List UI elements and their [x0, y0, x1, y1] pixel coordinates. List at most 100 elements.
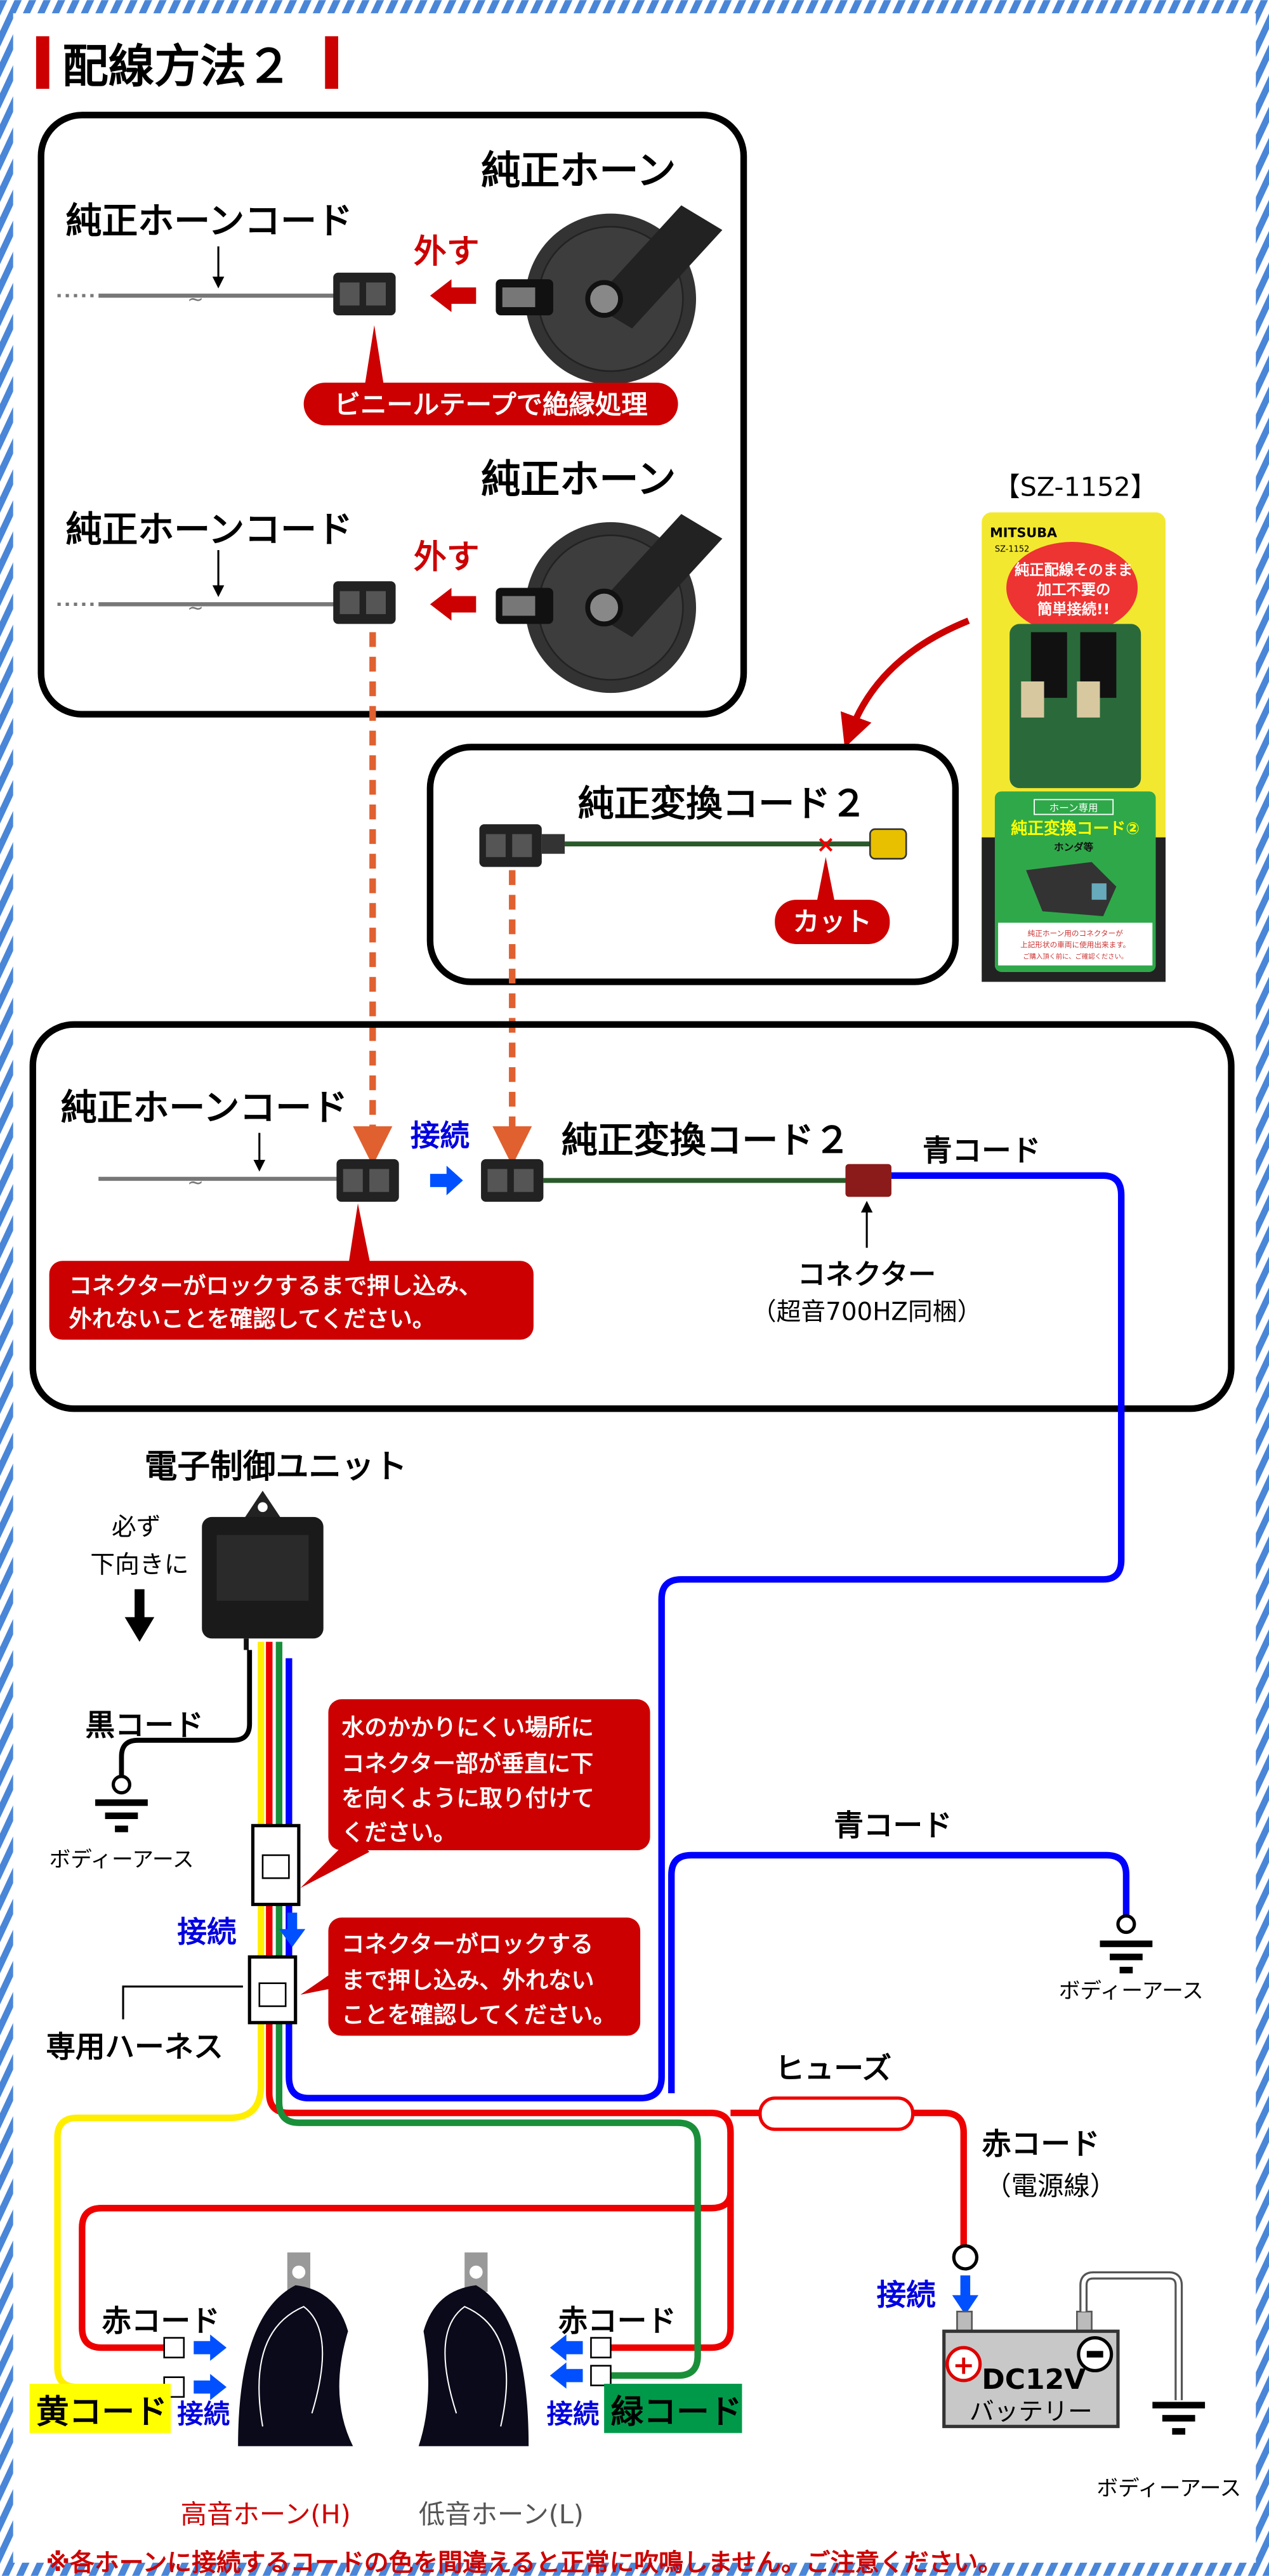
remove-label: 外す — [414, 538, 479, 576]
tape-callout — [303, 383, 678, 426]
svg-text:純正変換コード②: 純正変換コード② — [1011, 819, 1140, 839]
black-cord — [119, 1650, 253, 1777]
svg-text:ホーン専用: ホーン専用 — [1049, 802, 1098, 813]
horn-cord-connector — [333, 581, 396, 624]
blue-cord-earth — [668, 1851, 1130, 2094]
harness-label: 専用ハーネス — [46, 2030, 223, 2064]
connector-note: （超音700HZ同梱） — [752, 1298, 982, 1326]
svg-text:+: + — [952, 2350, 975, 2381]
yellow-cord-label: 黄コード — [36, 2393, 168, 2431]
horn-row-1: 純正ホーン 純正ホーンコード ≈ 外す ビニールテープで絶縁処理 — [57, 147, 723, 426]
connect-label: 接続 — [177, 1915, 237, 1949]
horn-label: 純正ホーン — [481, 456, 676, 502]
connect-label: 接続 — [177, 2399, 230, 2429]
footer-note: ※各ホーンに接続するコードの色を間違えると正常に吹鳴しません。ご注意ください。 — [46, 2549, 1003, 2576]
high-horn-label: 高音ホーン(H) — [181, 2499, 351, 2530]
horn-icon — [496, 205, 723, 384]
svg-text:MITSUBA: MITSUBA — [990, 525, 1057, 540]
lock-callout-line: ことを確認してください。 — [341, 2001, 615, 2028]
conversion-connector — [481, 1159, 544, 1202]
battery-voltage: DC12V — [982, 2363, 1086, 2396]
horn-row-2: 純正ホーン 純正ホーンコード ≈ 外す — [57, 456, 723, 693]
harness-lock-callout — [328, 1917, 641, 2036]
must-label: 必ず — [112, 1513, 161, 1541]
fuse — [758, 2096, 915, 2131]
red-curved-arrow — [840, 617, 970, 748]
battery: + DC12V バッテリー — [942, 2271, 1183, 2428]
horn-icon — [496, 514, 723, 693]
horn-cord-label: 純正ホーンコード — [61, 1087, 348, 1129]
red-cord-low — [266, 1641, 734, 2351]
product-code-label: 【SZ-1152】 — [994, 472, 1157, 503]
svg-text:ご購入頂く前に、ご確認ください。: ご購入頂く前に、ご確認ください。 — [1023, 952, 1128, 961]
black-cord-label: 黒コード — [86, 1708, 204, 1742]
svg-text:≈: ≈ — [187, 595, 204, 617]
cut-label: カット — [793, 907, 872, 937]
down-arrow-icon — [124, 1589, 155, 1642]
red-cord-label: 赤コード — [982, 2127, 1100, 2161]
horn-cord-connector — [333, 272, 396, 316]
water-callout — [328, 1699, 650, 1851]
original-horn-box — [37, 112, 747, 718]
water-callout-line: 水のかかりにくい場所に — [341, 1714, 594, 1741]
blue-cord — [286, 1172, 1125, 2102]
connection-box — [29, 1021, 1235, 1412]
harness-connector — [247, 1955, 298, 2025]
red-cord-label: 赤コード — [102, 2304, 220, 2338]
svg-text:ホンダ等: ホンダ等 — [1054, 841, 1094, 853]
ecu-unit — [202, 1490, 324, 1650]
water-callout-line: ください。 — [341, 1819, 456, 1846]
remove-label: 外す — [414, 233, 479, 271]
connect-label: 接続 — [877, 2278, 937, 2312]
cut-callout — [775, 900, 890, 944]
green-cord-tag — [604, 2384, 742, 2433]
blue-cord-label: 青コード — [923, 1133, 1041, 1167]
lock-callout-line: コネクターがロックする — [341, 1931, 593, 1958]
fuse-label: ヒューズ — [775, 2051, 891, 2086]
green-cord — [275, 1641, 701, 2379]
conversion-connector — [479, 824, 542, 867]
red-arrow-left — [430, 588, 477, 621]
plus-terminal-icon — [945, 2346, 982, 2382]
power-cord — [730, 2109, 967, 2246]
lock-callout — [49, 1261, 534, 1340]
ecu-title: 電子制御ユニット — [145, 1448, 407, 1486]
horn-cord-connector — [336, 1159, 399, 1202]
cut-mark-icon: × — [816, 831, 835, 858]
body-earth-label: ボディーアース — [49, 1847, 194, 1872]
red-cord-high — [79, 2191, 734, 2351]
horn-label: 純正ホーン — [481, 147, 676, 194]
body-earth-label: ボディーアース — [1096, 2476, 1241, 2500]
svg-text:純正ホーン用のコネクターが: 純正ホーン用のコネクターが — [1028, 929, 1123, 938]
green-cord-label: 緑コード — [610, 2393, 742, 2431]
terminal — [163, 2337, 185, 2358]
water-callout-line: を向くように取り付けて — [341, 1784, 594, 1811]
terminal — [590, 2365, 612, 2386]
svg-text:簡単接続!!: 簡単接続!! — [1037, 601, 1110, 618]
red-cord-label: 赤コード — [558, 2304, 676, 2338]
title-bar-right — [325, 36, 338, 89]
red-arrow-left — [430, 279, 477, 312]
high-horn-icon — [238, 2252, 353, 2447]
page-title: 配線方法２ — [62, 41, 292, 94]
blue-arrow-down — [952, 2275, 979, 2315]
must-label: 下向きに — [90, 1551, 188, 1579]
conversion-cord-label: 純正変換コード２ — [562, 1120, 850, 1162]
title-bar-left — [36, 36, 49, 89]
red-connector — [845, 1164, 891, 1197]
blue-arrow-right — [430, 1166, 463, 1195]
connector-label: コネクター — [798, 1259, 936, 1291]
lock-callout-line: コネクターがロックするまで押し込み、 — [69, 1272, 482, 1299]
svg-text:加工不要の: 加工不要の — [1036, 581, 1110, 598]
cord-label: 純正ホーンコード — [65, 509, 352, 551]
lock-callout-line: 外れないことを確認してください。 — [69, 1305, 435, 1332]
ecu-connector — [251, 1824, 301, 1907]
blue-arrow-down — [279, 1912, 306, 1947]
connect-label: 接続 — [547, 2399, 600, 2429]
low-horn-label: 低音ホーン(L) — [419, 2499, 584, 2530]
svg-text:SZ-1152: SZ-1152 — [995, 545, 1029, 555]
tape-callout-text: ビニールテープで絶縁処理 — [334, 390, 648, 420]
product-package-image: MITSUBA SZ-1152 純正配線そのまま 加工不要の 簡単接続!! ホー… — [982, 512, 1166, 982]
svg-text:≈: ≈ — [187, 286, 204, 309]
